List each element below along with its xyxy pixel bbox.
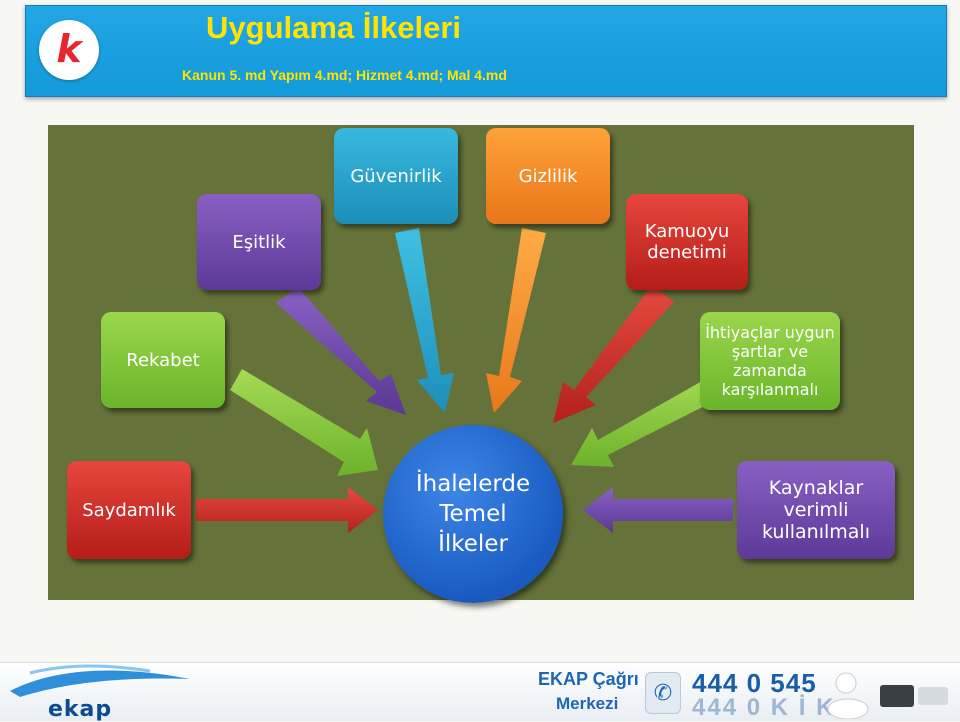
node-ihtiyaclar: İhtiyaçlar uygun şartlar ve zamanda karş… [700, 312, 840, 410]
node-kaynaklar-label-3: kullanılmalı [762, 521, 870, 543]
ekap-brand: ekap [48, 697, 113, 722]
logo-letter: k [56, 27, 82, 71]
center-label-2: Temel [439, 501, 507, 527]
node-guvenirlik-label: Güvenirlik [350, 165, 442, 187]
ekap-swoosh-icon [10, 664, 190, 697]
node-rekabet-label: Rekabet [126, 349, 200, 371]
arrow-esitlik [276, 287, 406, 415]
slide-subtitle: Kanun 5. md Yapım 4.md; Hizmet 4.md; Mal… [182, 67, 507, 83]
call-center-line2: Merkezi [556, 694, 619, 713]
node-gizlilik: Gizlilik [486, 128, 610, 224]
node-gizlilik-label: Gizlilik [518, 165, 578, 187]
node-guvenirlik: Güvenirlik [334, 128, 458, 224]
node-kamuoyu-label-2: denetimi [647, 242, 727, 263]
arrow-ihtiyaclar [571, 372, 730, 467]
node-ihtiyaclar-label-3: zamanda [733, 361, 807, 380]
arrow-kamuoyu [553, 285, 674, 423]
kik-logo: k [39, 20, 99, 80]
node-kaynaklar: Kaynaklar verimli kullanılmalı [737, 461, 895, 559]
slide-header: k Uygulama İlkeleri Kanun 5. md Yapım 4.… [25, 5, 947, 97]
node-saydamlik: Saydamlık [67, 461, 191, 559]
node-rekabet: Rekabet [101, 312, 225, 408]
arrow-saydamlik [196, 487, 378, 533]
node-ihtiyaclar-label-2: şartlar ve [731, 342, 809, 361]
node-kamuoyu: Kamuoyu denetimi [626, 194, 748, 290]
person-at-desk-icon [827, 672, 948, 719]
call-center-line1: EKAP Çağrı [538, 669, 639, 689]
node-esitlik: Eşitlik [197, 194, 321, 290]
node-esitlik-label: Eşitlik [232, 231, 286, 253]
center-node: İhalelerde Temel İlkeler [383, 425, 563, 603]
arrow-gizlilik [486, 228, 546, 413]
arrow-rekabet [230, 369, 378, 476]
node-kaynaklar-label-2: verimli [783, 499, 849, 521]
node-ihtiyaclar-label-1: İhtiyaçlar uygun [705, 323, 835, 342]
node-ihtiyaclar-label-4: karşılanmalı [721, 380, 819, 399]
diagram-arrows [196, 228, 733, 533]
footer-banner: ekap EKAP Çağrı Merkezi ✆ 444 0 545 444 … [0, 662, 960, 722]
center-label-3: İlkeler [438, 531, 508, 557]
slide-title: Uygulama İlkeleri [206, 10, 462, 45]
phone-number-2: 444 0 K İ K [692, 694, 836, 721]
node-kamuoyu-label-1: Kamuoyu [644, 221, 730, 242]
arrow-guvenirlik [395, 228, 454, 413]
arrow-kaynaklar [583, 487, 733, 533]
phone-number-1: 444 0 545 [692, 668, 817, 698]
node-kaynaklar-label-1: Kaynaklar [768, 477, 864, 499]
phone-icon: ✆ [645, 672, 681, 714]
center-label-1: İhalelerde [415, 471, 531, 497]
node-saydamlik-label: Saydamlık [82, 499, 176, 521]
